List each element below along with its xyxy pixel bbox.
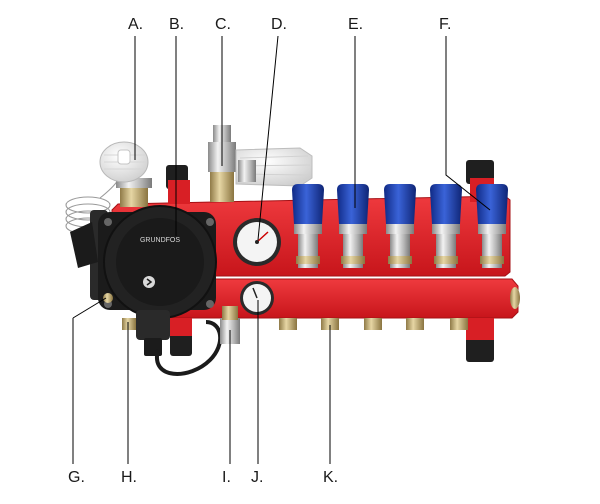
label-g: G. — [68, 469, 85, 486]
valve-caps-row — [292, 184, 508, 268]
return-outlets-row — [279, 318, 468, 330]
label-c: C. — [215, 16, 231, 33]
gauge-d — [233, 218, 281, 266]
circulating-pump: GRUNDFOS — [70, 205, 222, 376]
gauge-j — [240, 281, 274, 315]
mounting-brackets — [166, 160, 494, 362]
label-j: J. — [251, 469, 264, 486]
label-b: B. — [169, 16, 185, 33]
label-k: K. — [323, 469, 339, 486]
label-e: E. — [348, 16, 364, 33]
thermostatic-head-a — [99, 141, 152, 207]
label-a: A. — [128, 16, 144, 33]
label-f: F. — [439, 16, 452, 33]
bypass-valve-c — [208, 125, 313, 202]
pump-brand: GRUNDFOS — [140, 237, 180, 244]
label-d: D. — [271, 16, 287, 33]
label-h: H. — [121, 469, 137, 486]
leader-lines — [72, 35, 491, 464]
label-i: I. — [222, 469, 231, 486]
